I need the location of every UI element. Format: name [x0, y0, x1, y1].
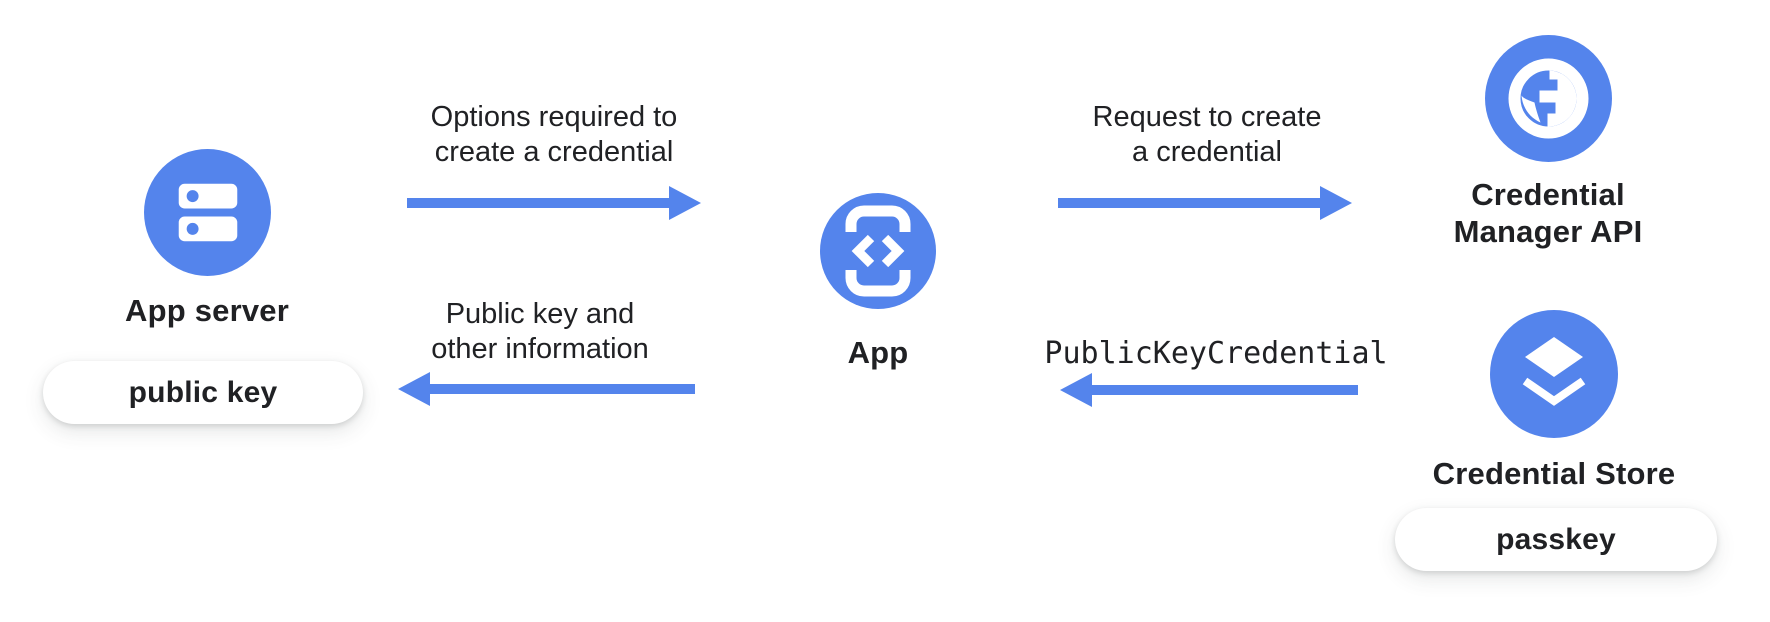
globe-icon [1508, 58, 1589, 139]
options-flow-label: Options required to create a credential [404, 100, 704, 170]
public-key-info-flow-label-line1: Public key and [445, 298, 635, 330]
public-key-info-flow-label: Public key and other information [390, 297, 690, 367]
request-flow-label-line2: a credential [1132, 136, 1282, 168]
credential-manager-api-node [1485, 35, 1612, 162]
public-key-badge-text: public key [128, 375, 278, 409]
public-key-credential-arrow-left [1060, 373, 1358, 407]
credential-manager-api-label: Credential Manager API [1408, 176, 1688, 250]
options-flow-label-line2: create a credential [434, 136, 674, 168]
passkey-badge-text: passkey [1496, 522, 1616, 556]
app-label: App [847, 335, 909, 370]
public-key-info-arrow-left [398, 372, 695, 406]
options-flow-label-line1: Options required to [430, 101, 678, 133]
public-key-credential-flow-label: PublicKeyCredential [1044, 336, 1388, 371]
request-arrow-right [1058, 186, 1352, 220]
credential-manager-api-label-line1: Credential [1471, 177, 1625, 212]
passkey-badge: passkey [1395, 508, 1717, 571]
app-server-node [144, 149, 271, 276]
app-server-label: App server [125, 293, 289, 328]
phone-code-icon [838, 205, 918, 297]
public-key-badge: public key [43, 361, 363, 424]
credential-store-node [1490, 310, 1618, 438]
server-icon [178, 183, 238, 242]
credential-store-label: Credential Store [1432, 456, 1676, 491]
credential-manager-api-label-line2: Manager API [1453, 214, 1643, 249]
layers-icon [1522, 337, 1586, 406]
request-flow-label: Request to create a credential [1057, 100, 1357, 170]
public-key-info-flow-label-line2: other information [431, 333, 649, 365]
options-arrow-right [407, 186, 701, 220]
request-flow-label-line1: Request to create [1092, 101, 1322, 133]
app-node [820, 193, 936, 309]
